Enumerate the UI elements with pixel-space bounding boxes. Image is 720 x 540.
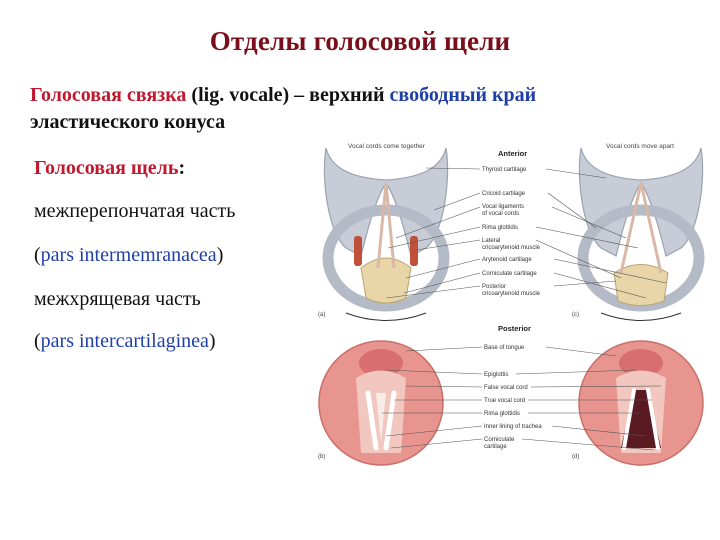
paren-close: )	[208, 330, 216, 352]
panel-label-c: (c)	[572, 312, 579, 318]
glottis-label: Голосовая щель	[34, 157, 179, 179]
label-inner-lining-trachea: Inner lining of trachea	[484, 424, 542, 430]
label-rima-glottidis-top: Rima glottidis	[482, 225, 518, 231]
latin-intercartilaginous: pars intercartilaginea	[40, 330, 209, 352]
slide-title: Отделы голосовой щели	[209, 26, 511, 56]
list-item-intermembranous: межперепончатая часть	[34, 200, 236, 222]
list-item-intermembranous-latin: (pars intermemranacea)	[34, 244, 223, 267]
definition-text: Голосовая связка (lig. vocale) – верхний…	[30, 82, 670, 136]
top-labels: Thyroid cartilage Cricoid cartilage Voca…	[482, 167, 541, 297]
label-lateral: Lateral	[482, 238, 500, 244]
caption-cords-together: Vocal cords come together	[348, 143, 426, 150]
label-posterior-muscle: Posterior	[482, 284, 506, 290]
label-rima-glottidis-bottom: Rima glottidis	[484, 411, 520, 417]
label-cricoid-cartilage: Cricoid cartilage	[482, 191, 526, 197]
label-corniculate-cartilage-top: Corniculate cartilage	[482, 271, 537, 277]
label-corniculate: Corniculate	[484, 437, 515, 443]
label-anterior: Anterior	[498, 149, 527, 158]
paren-close: )	[216, 244, 224, 266]
panel-label-a: (a)	[318, 312, 325, 318]
label-posterior-cricoarytenoid: cricoarytenoid muscle	[482, 291, 541, 297]
list-item-intercartilaginous: межхрящевая часть	[34, 288, 201, 310]
larynx-figure: Vocal cords come together Vocal cords mo…	[316, 138, 716, 468]
label-true-vocal-cord: True vocal cord	[484, 398, 525, 404]
label-false-vocal-cord: False vocal cord	[484, 385, 528, 391]
caption-cords-apart: Vocal cords move apart	[606, 143, 674, 150]
larynx-adducted-illustration	[322, 147, 450, 321]
definition-highlight: свободный край	[389, 84, 537, 106]
panel-label-d: (d)	[572, 454, 579, 460]
paren-open: (	[34, 330, 41, 352]
bottom-labels: Base of tongue Epiglottis False vocal co…	[484, 345, 542, 450]
label-epiglottis: Epiglottis	[484, 372, 508, 378]
panel-label-b: (b)	[318, 454, 325, 460]
list-item-glottis: Голосовая щель:	[34, 157, 185, 180]
paren-open: (	[34, 244, 41, 266]
label-posterior: Posterior	[498, 324, 531, 333]
label-lateral-cricoarytenoid: cricoarytenoid muscle	[482, 245, 541, 251]
latin-intermembranous: pars intermemranacea	[40, 244, 217, 266]
label-vocal-ligaments: Vocal ligaments	[482, 204, 524, 210]
label-cartilage: cartilage	[484, 444, 507, 450]
definition-latin: (lig. vocale)	[191, 84, 290, 106]
top-leader-lines	[385, 167, 667, 299]
glottis-open-view	[578, 340, 704, 466]
definition-term: Голосовая связка	[30, 84, 187, 106]
label-base-of-tongue: Base of tongue	[484, 345, 525, 351]
list-item-intercartilaginous-latin: (pars intercartilaginea)	[34, 330, 216, 353]
label-of-vocal-cords: of vocal cords	[482, 211, 519, 217]
definition-dash: –	[289, 84, 310, 106]
label-arytenoid-cartilage: Arytenoid cartilage	[482, 257, 532, 263]
definition-text-1: верхний	[309, 84, 390, 106]
glottis-colon: :	[178, 157, 186, 179]
label-thyroid-cartilage: Thyroid cartilage	[482, 167, 527, 173]
definition-line-2: эластического конуса	[30, 111, 226, 133]
bottom-leader-lines	[382, 346, 662, 451]
glottis-closed-view	[318, 340, 444, 466]
